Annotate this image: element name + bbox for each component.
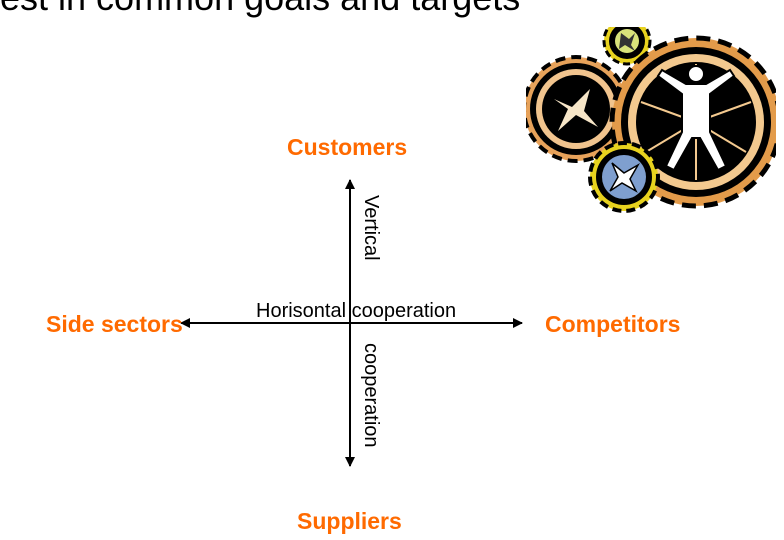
node-side-sectors: Side sectors [46,311,183,337]
horizontal-cooperation-label: Horisontal cooperation [256,300,457,322]
gears-with-figures-icon [526,27,776,213]
node-customers: Customers [287,134,408,160]
slide-title: est in common goals and targets [0,0,660,18]
vertical-cooperation-label: cooperation [360,343,382,448]
node-competitors: Competitors [545,311,681,337]
vertical-label: Vertical [360,195,382,261]
node-suppliers: Suppliers [297,508,402,534]
